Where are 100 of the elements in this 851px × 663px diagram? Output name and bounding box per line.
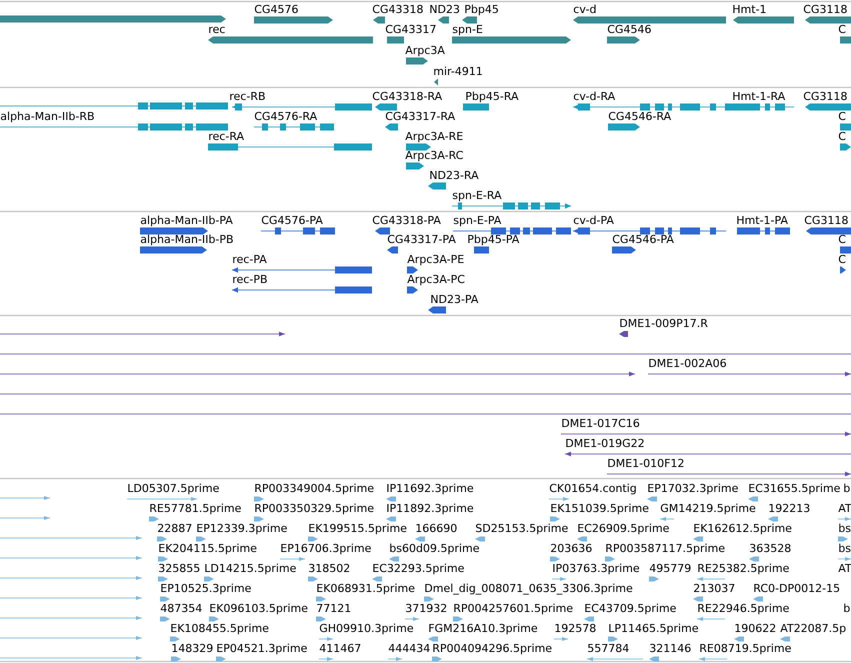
gene-label: C (838, 112, 846, 120)
read-label: EK162612.5prime (694, 524, 792, 534)
read-label: IP11692.3prime (387, 484, 474, 494)
read-label: EC32293.5prime (373, 564, 464, 574)
read-label: RP004257601.5prime (454, 604, 572, 614)
gene-label: CG4576-RA (254, 112, 318, 120)
gene-label: Arpc3A-RE (405, 132, 462, 142)
read-label: IP11892.3prime (387, 504, 474, 514)
read-label: CK01654.contig (550, 484, 636, 494)
read-label: AT22087.5p (780, 624, 846, 634)
gene-label: cv-d-RA (574, 92, 616, 100)
gene-label: rec-PB (233, 274, 267, 284)
read-label: 77121 (317, 604, 350, 612)
gene-label: Pbp45-RA (466, 92, 518, 102)
read-label: EC43709.5prime (585, 604, 676, 614)
read-label: 557784 (588, 644, 629, 652)
read-label: SD25153.5prime (476, 524, 568, 534)
gene-label: C (838, 24, 846, 34)
read-label: RE22946.5prime (698, 604, 789, 614)
gene-label: rec-RA (209, 132, 244, 140)
read-label: 444434 (388, 644, 430, 652)
read-label: 190622 (735, 624, 776, 632)
gene-label: mir-4911 (434, 66, 482, 76)
read-label: EC31655.5prime (749, 484, 840, 494)
gene-label: ND23-RA (430, 170, 479, 180)
gene-label: ND23-PA (431, 294, 478, 304)
read-label: 166690 (416, 524, 457, 532)
read-label: GM14219.5prime (660, 504, 756, 514)
read-label: LP11465.5prime (609, 624, 698, 634)
read-label: 411467 (320, 644, 360, 652)
gene-label: CG4576 (254, 4, 298, 14)
gene-label: Hmt-1 (733, 5, 766, 13)
read-label: RE57781.5prime (150, 504, 241, 514)
read-label: IP03763.3prime (553, 564, 640, 574)
clone-label: DME1-009P17.R (620, 318, 708, 328)
read-label: EK096103.5prime (210, 604, 308, 614)
gene-label: Arpc3A-PE (407, 254, 464, 266)
read-label: Dmel_dig_008071_0635_3306.3prime (425, 584, 632, 595)
gene-label: C (838, 254, 846, 264)
gene-label: CG43317-RA (386, 112, 456, 120)
clone-label: DME1-010F12 (608, 458, 684, 468)
read-label: EK068931.5prime (317, 584, 414, 594)
gene-label: CG43317 (386, 24, 436, 34)
read-label: EK199515.5prime (309, 524, 406, 534)
read-label: GH09910.3prime (320, 624, 413, 634)
gene-label: Hmt-1-RA (733, 92, 786, 100)
gene-label: alpha-Man-IIb-PB (140, 234, 233, 246)
read-label: EC26909.5prime (578, 524, 669, 534)
gene-label: cv-d-PA (574, 216, 614, 224)
read-label: bs (839, 544, 850, 552)
read-label: EK204115.5prime (159, 544, 256, 554)
gene-label: CG4546 (608, 24, 651, 34)
gene-label: Pbp45 (465, 4, 498, 16)
read-label: 495779 (650, 564, 690, 572)
read-label: RP004094296.5prime (433, 644, 552, 654)
gene-label: CG43318-RA (372, 92, 442, 100)
read-label: b (844, 604, 850, 612)
gene-label: CG43317-PA (388, 234, 456, 244)
gene-label: Arpc3A (405, 46, 445, 56)
read-label: EK151039.5prime (551, 504, 648, 514)
gene-label: spn-E-RA (452, 190, 502, 202)
gene-label: Pbp45-PA (468, 234, 520, 246)
gene-label: CG4576-PA (262, 216, 323, 224)
read-label: bs60d09.5prime (390, 544, 479, 554)
gene-label: C (838, 234, 846, 244)
gene-label: CG43318 (372, 4, 423, 14)
gene-label: ND23 (430, 4, 460, 14)
gene-label: C (838, 132, 846, 140)
gene-label: CG4546-PA (612, 234, 674, 244)
read-label: 213037 (694, 584, 734, 592)
gene-label: cv-d (574, 4, 596, 14)
read-label: 371932 (406, 604, 446, 612)
read-label: 22887 (158, 524, 192, 532)
read-label: EP12339.3prime (197, 524, 287, 534)
read-label: FGM216A10.3prime (429, 624, 538, 634)
read-label: bs (839, 524, 850, 532)
read-label: RE08719.5prime (700, 644, 791, 654)
read-label: RC0-DP0012-15 (754, 584, 840, 592)
gene-label: alpha-Man-IIb-RB (0, 112, 94, 122)
read-label: 363528 (750, 544, 790, 552)
gene-label: rec-RB (230, 92, 265, 100)
clone-label: DME1-017C16 (562, 418, 640, 428)
gene-label: Arpc3A-RC (405, 150, 463, 162)
read-label: 318502 (309, 564, 350, 572)
read-label: EP04521.3prime (217, 644, 307, 654)
gene-label: CG3118 (804, 4, 847, 14)
read-label: RP003349004.5prime (255, 484, 374, 494)
gene-label: CG43318-PA (372, 216, 441, 224)
gene-label: Hmt-1-PA (737, 216, 788, 224)
clone-label: DME1-002A06 (649, 358, 726, 368)
read-label: RP003350329.5prime (255, 504, 374, 514)
read-label: EP17032.3prime (648, 484, 738, 494)
gene-label: rec (209, 26, 225, 34)
read-label: LD14215.5prime (205, 564, 296, 574)
read-label: 203636 (551, 544, 592, 552)
gene-label: CG3118 (804, 216, 848, 224)
gene-label: spn-E (452, 25, 482, 36)
read-label: EK108455.5prime (171, 624, 268, 634)
read-label: LD05307.5prime (128, 484, 219, 494)
gene-label: rec-PA (233, 254, 267, 264)
